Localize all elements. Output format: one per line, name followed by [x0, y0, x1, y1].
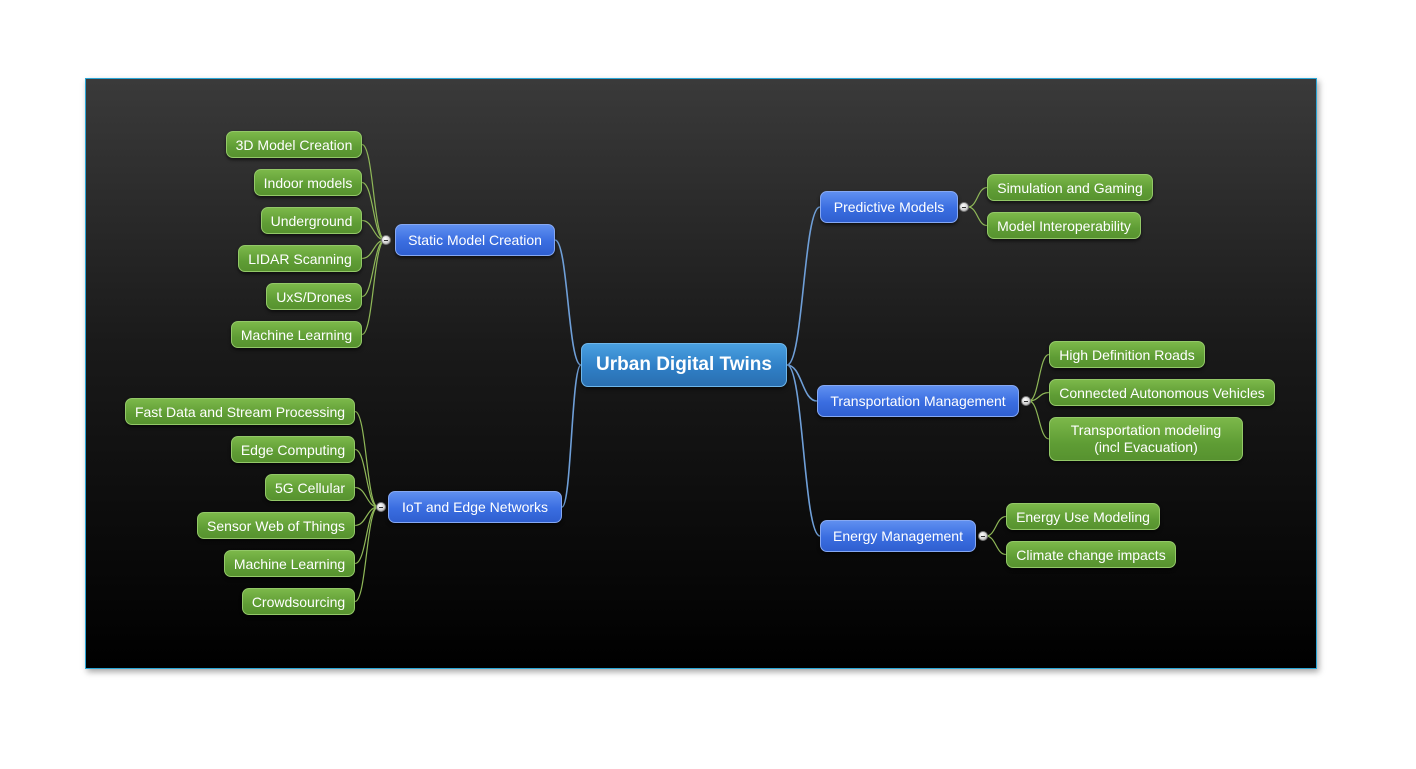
link-leaf-3d-model-creation	[361, 143, 386, 241]
leaf-indoor-models[interactable]: Indoor models	[254, 169, 362, 196]
leaf-high-definition-roads[interactable]: High Definition Roads	[1049, 341, 1205, 368]
collapse-toggle-transportation-management[interactable]	[1021, 396, 1031, 406]
link-leaf-transportation-modeling	[1028, 400, 1050, 440]
link-leaf-edge-computing	[354, 448, 379, 508]
leaf-model-interoperability[interactable]: Model Interoperability	[987, 212, 1141, 239]
link-leaf-model-interoperability	[967, 206, 988, 227]
leaf-edge-computing[interactable]: Edge Computing	[231, 436, 355, 463]
leaf-sensor-web-of-things[interactable]: Sensor Web of Things	[197, 512, 355, 539]
collapse-toggle-iot-edge-networks[interactable]	[376, 502, 386, 512]
link-leaf-machine-learning-static	[361, 239, 386, 336]
link-leaf-high-definition-roads	[1028, 353, 1050, 402]
leaf-connected-autonomous-vehicles[interactable]: Connected Autonomous Vehicles	[1049, 379, 1275, 406]
link-leaf-fast-data-stream-processing	[354, 410, 379, 508]
leaf-3d-model-creation[interactable]: 3D Model Creation	[226, 131, 362, 158]
central-topic[interactable]: Urban Digital Twins	[581, 343, 787, 387]
link-leaf-connected-autonomous-vehicles	[1028, 391, 1050, 402]
link-leaf-5g-cellular	[354, 486, 379, 508]
leaf-uxs-drones[interactable]: UxS/Drones	[266, 283, 362, 310]
leaf-underground[interactable]: Underground	[261, 207, 362, 234]
link-topic-static-model-creation	[554, 239, 582, 366]
leaf-5g-cellular[interactable]: 5G Cellular	[265, 474, 355, 501]
link-leaf-simulation-and-gaming	[967, 186, 988, 208]
leaf-simulation-and-gaming[interactable]: Simulation and Gaming	[987, 174, 1153, 201]
leaf-lidar-scanning[interactable]: LIDAR Scanning	[238, 245, 362, 272]
topic-static-model-creation[interactable]: Static Model Creation	[395, 224, 555, 256]
collapse-toggle-static-model-creation[interactable]	[381, 235, 391, 245]
mind-map-canvas: Urban Digital Twins Static Model Creatio…	[85, 78, 1317, 669]
leaf-fast-data-stream-processing[interactable]: Fast Data and Stream Processing	[125, 398, 355, 425]
link-topic-energy-management	[786, 364, 821, 537]
link-topic-predictive-models	[786, 206, 821, 366]
topic-transportation-management[interactable]: Transportation Management	[817, 385, 1019, 417]
link-topic-transportation-management	[786, 364, 818, 402]
link-leaf-climate-change-impacts	[985, 535, 1007, 556]
link-leaf-crowdsourcing	[354, 506, 379, 603]
leaf-transportation-modeling[interactable]: Transportation modeling (incl Evacuation…	[1049, 417, 1243, 461]
topic-energy-management[interactable]: Energy Management	[820, 520, 976, 552]
leaf-climate-change-impacts[interactable]: Climate change impacts	[1006, 541, 1176, 568]
topic-iot-edge-networks[interactable]: IoT and Edge Networks	[388, 491, 562, 523]
leaf-crowdsourcing[interactable]: Crowdsourcing	[242, 588, 355, 615]
collapse-toggle-energy-management[interactable]	[978, 531, 988, 541]
topic-predictive-models[interactable]: Predictive Models	[820, 191, 958, 223]
link-topic-iot-edge-networks	[561, 364, 582, 508]
leaf-energy-use-modeling[interactable]: Energy Use Modeling	[1006, 503, 1160, 530]
link-leaf-energy-use-modeling	[985, 515, 1007, 537]
leaf-machine-learning-iot[interactable]: Machine Learning	[224, 550, 355, 577]
collapse-toggle-predictive-models[interactable]	[959, 202, 969, 212]
leaf-machine-learning-static[interactable]: Machine Learning	[231, 321, 362, 348]
